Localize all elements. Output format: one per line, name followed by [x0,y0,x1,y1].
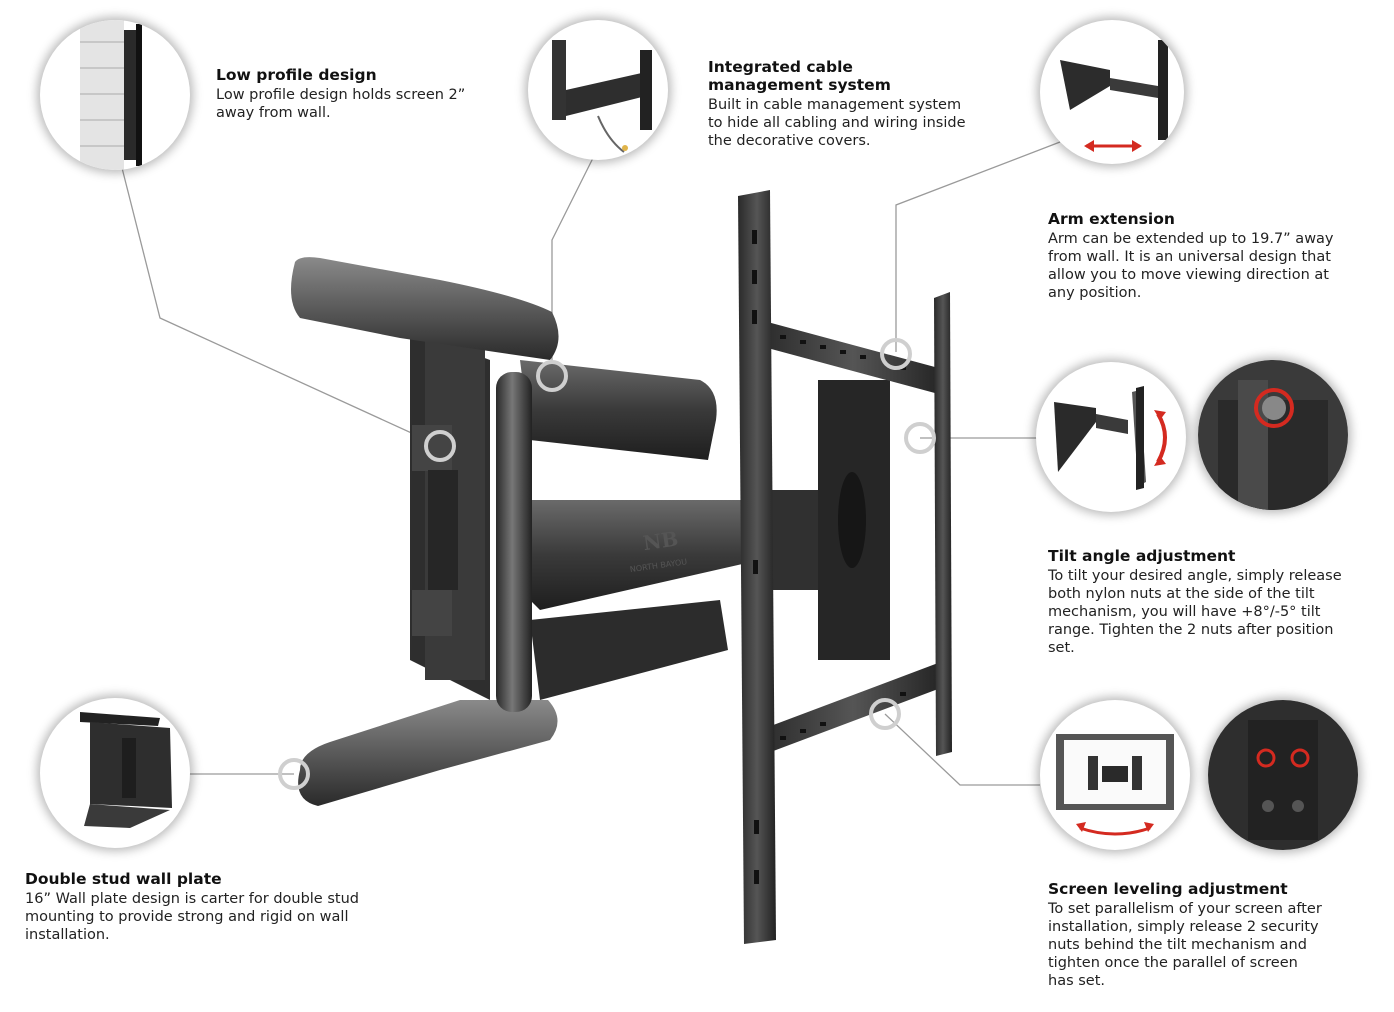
feature-body-line: range. Tighten the 2 nuts after position [1048,622,1334,638]
arm-extension-bubble [1040,20,1184,164]
feature-body-line: To tilt your desired angle, simply relea… [1048,568,1342,584]
lower-arm-2 [530,600,728,700]
feature-body-line: installation, simply release 2 security [1048,919,1319,935]
cable-management-bubble [528,20,668,160]
bottom-cover [298,700,558,806]
feature-cable-management: Integrated cable management system Built… [708,58,1028,150]
feature-body-line: Built in cable management system [708,97,962,113]
pivot-post [496,372,532,712]
feature-body-line: has set. [1048,973,1106,989]
feature-title: Screen leveling adjustment [1048,880,1288,898]
feature-body-line: mechanism, you will have +8°/-5° tilt [1048,604,1321,620]
lower-arm [520,500,760,610]
feature-title: Double stud wall plate [25,870,222,888]
leveling-nut-bubble [1208,700,1358,850]
marker-rings [278,338,936,790]
feature-title: Integrated cable [708,58,853,76]
feature-body-line: nuts behind the tilt mechanism and [1048,937,1307,953]
feature-title: management system [708,76,891,94]
wall-plate-bubble [40,698,190,848]
feature-title: Low profile design [216,66,377,84]
feature-body-line: mounting to provide strong and rigid on … [25,909,349,925]
feature-double-stud: Double stud wall plate 16” Wall plate de… [25,870,405,944]
feature-body-line: Low profile design holds screen 2” [216,87,466,103]
tilt-nut-bubble [1198,360,1348,510]
tilt-head [770,490,820,590]
feature-title: Tilt angle adjustment [1048,547,1236,565]
feature-arm-extension: Arm extension Arm can be extended up to … [1048,210,1378,302]
feature-body-line: installation. [25,927,110,943]
feature-body-line: allow you to move viewing direction at [1048,267,1329,283]
leveling-bubble [1040,700,1190,850]
feature-screen-leveling: Screen leveling adjustment To set parall… [1048,880,1378,990]
feature-body-line: To set parallelism of your screen after [1048,901,1322,917]
feature-body-line: to hide all cabling and wiring inside [708,115,966,131]
feature-body-line: 16” Wall plate design is carter for doub… [25,891,359,907]
feature-body-line: tighten once the parallel of screen [1048,955,1298,971]
low-profile-bubble [40,20,190,170]
feature-body-line: any position. [1048,285,1142,301]
feature-body-line: both nylon nuts at the side of the tilt [1048,586,1315,602]
feature-body-line: the decorative covers. [708,133,871,149]
leader-lines [119,141,1061,786]
tilt-bubble [1036,362,1186,512]
right-vesa-rail [934,292,952,756]
feature-body-line: from wall. It is an universal design tha… [1048,249,1331,265]
feature-tilt-angle: Tilt angle adjustment To tilt your desir… [1048,547,1378,657]
arm-logo: NB [642,527,680,556]
top-cover [291,257,559,360]
horizontal-rails [760,320,946,756]
feature-body-line: set. [1048,640,1075,656]
feature-body-line: away from wall. [216,105,331,121]
wall-plate [410,330,490,700]
upper-arm [520,360,717,460]
feature-body-line: Arm can be extended up to 19.7” away [1048,231,1334,247]
feature-low-profile: Low profile design Low profile design ho… [216,66,516,122]
feature-title: Arm extension [1048,210,1175,228]
